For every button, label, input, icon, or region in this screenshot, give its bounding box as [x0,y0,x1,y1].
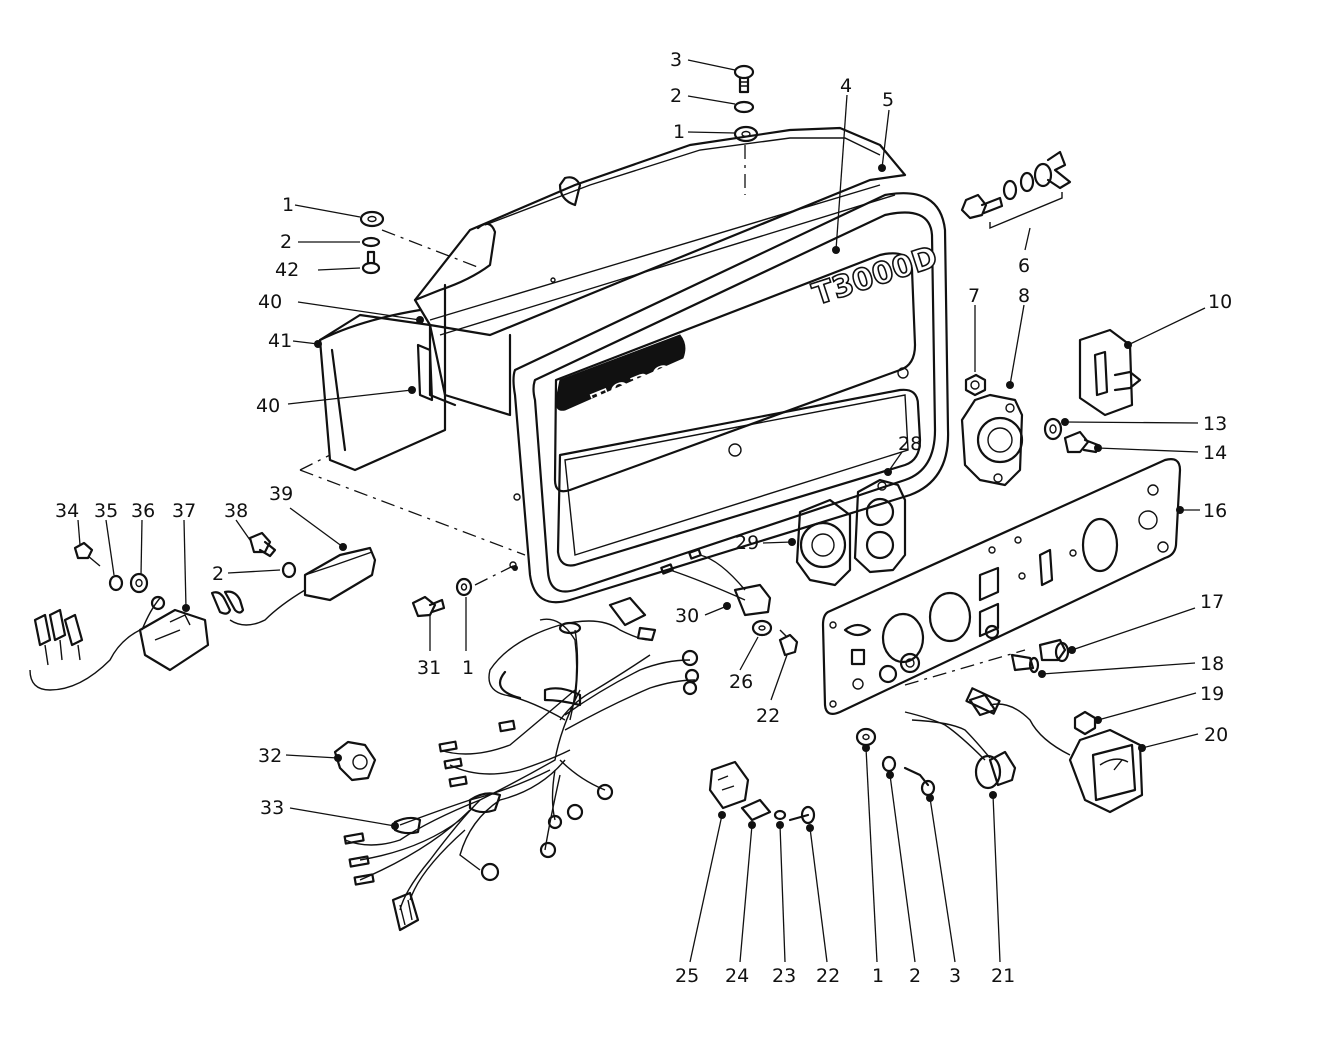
twist-lock-receptacle-8 [960,393,1024,487]
callout-30: 30 [675,605,699,627]
callout-18: 18 [1200,653,1224,675]
nut-7 [964,373,987,397]
callout-1-lower: 1 [872,965,884,987]
outlet-connector-21 [904,687,1017,790]
callout-4: 4 [840,75,852,97]
twist-lock-receptacle-29 [795,498,852,587]
callout-6: 6 [1018,255,1030,277]
lock-washer-2-top [733,100,755,114]
callout-3-lower: 3 [949,965,961,987]
duplex-receptacle-28 [853,478,907,574]
callout-17: 17 [1200,591,1224,613]
capacitor-39 [210,546,377,626]
callout-40-lower: 40 [256,395,280,417]
control-box-housing: TORO T3000D [318,126,950,604]
control-panel-plate-16 [821,458,1182,715]
screw-22-lower [788,805,816,825]
bolt-washers-wingnut-6 [960,150,1072,230]
callout-3-top: 3 [670,49,682,71]
callout-14: 14 [1203,442,1227,464]
lower-washer-1 [855,727,877,747]
callout-33: 33 [260,797,284,819]
washer-23 [773,809,787,821]
regulator-37 [29,595,210,691]
callout-19: 19 [1200,683,1224,705]
washer-2-left [281,561,297,579]
callout-2-left: 2 [280,231,292,253]
callout-23: 23 [772,965,796,987]
callout-42: 42 [275,259,299,281]
callout-2-lower: 2 [909,965,921,987]
relay-30 [660,548,772,617]
indicator-17 [1038,638,1070,663]
meter-20 [989,703,1144,814]
callout-13: 13 [1203,413,1227,435]
wiring-harness-33 [343,596,700,932]
callout-1-left: 1 [282,194,294,216]
callout-35: 35 [94,500,118,522]
callout-34: 34 [55,500,79,522]
lower-screw-3 [903,766,936,797]
callout-41: 41 [268,330,292,352]
callout-2-top: 2 [670,85,682,107]
callout-38: 38 [224,500,248,522]
washer-26 [751,619,773,637]
callout-24: 24 [725,965,749,987]
screw-14 [1063,430,1100,454]
flat-washer-1-top [733,125,759,143]
callout-8: 8 [1018,285,1030,307]
leader-lines [77,59,1206,963]
lower-lockwasher-2 [881,755,897,773]
callout-20: 20 [1204,724,1228,746]
model-label: T3000D [808,240,941,313]
nut-19 [1073,710,1097,736]
cable-clip-32 [333,740,377,782]
callout-31: 31 [417,657,441,679]
callout-32: 32 [258,745,282,767]
callout-26: 26 [729,671,753,693]
fuse-holder-18 [1010,653,1040,674]
washer-1-center [455,577,473,597]
callout-21: 21 [991,965,1015,987]
washer-13 [1043,417,1063,441]
hardware-left-stack [359,210,385,275]
callout-22-lower: 22 [816,965,840,987]
callout-28: 28 [898,433,922,455]
callout-labels: 3 2 1 4 5 1 2 42 40 41 40 6 7 8 10 13 14… [55,49,1232,987]
terminal-block-25 [708,760,750,810]
callout-1-center: 1 [462,657,474,679]
callout-37: 37 [172,500,196,522]
callout-22-upper: 22 [756,705,780,727]
callout-36: 36 [131,500,155,522]
screw-22-upper [778,629,799,657]
screw-34 [73,541,101,567]
screw-31 [411,595,446,618]
callout-25: 25 [675,965,699,987]
washer-35 [108,574,124,592]
callout-39: 39 [269,483,293,505]
callout-7: 7 [968,285,980,307]
screw-3-top [733,64,755,94]
washer-36 [129,572,149,594]
callout-29: 29 [735,532,759,554]
callout-40-upper: 40 [258,291,282,313]
bolt-38 [248,531,277,558]
callout-2-left-lower: 2 [212,563,224,585]
callout-5: 5 [882,89,894,111]
callout-1-top: 1 [673,121,685,143]
callout-16: 16 [1203,500,1227,522]
toggle-switch-10 [1078,328,1142,417]
clip-24 [740,798,772,822]
callout-10: 10 [1208,291,1232,313]
